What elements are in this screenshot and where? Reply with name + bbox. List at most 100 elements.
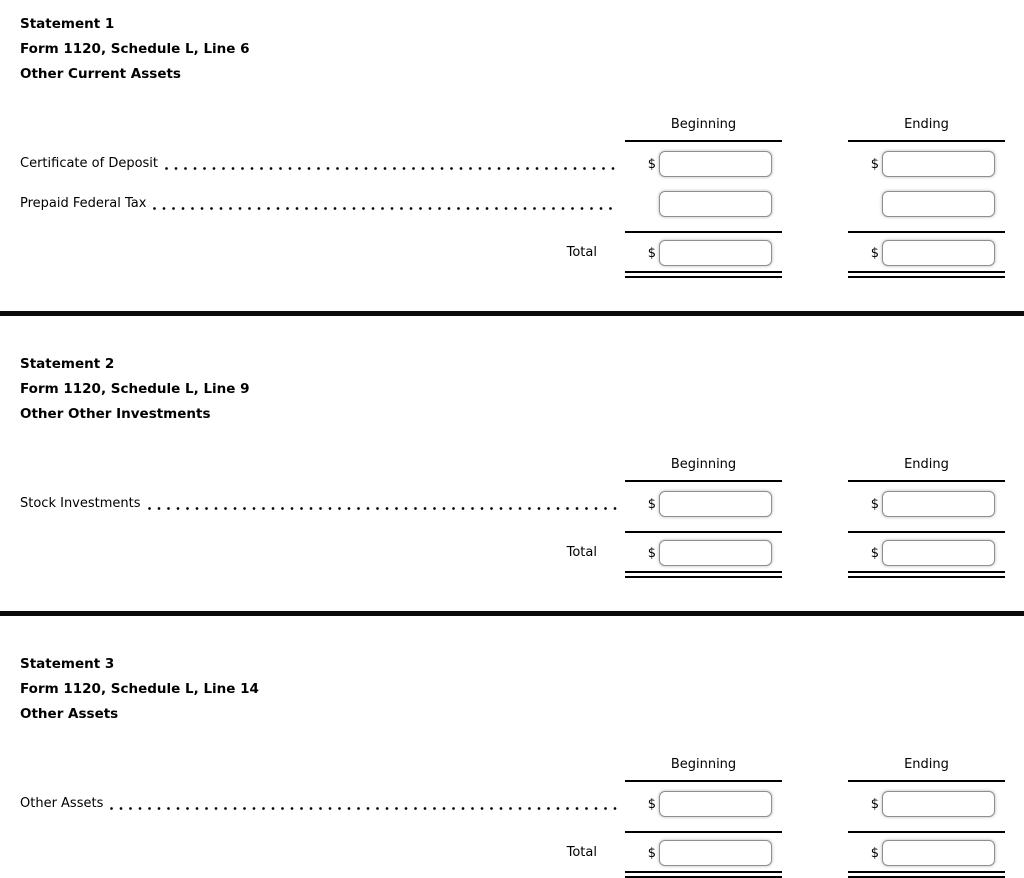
beginning-amount-input[interactable] [659,791,772,817]
beginning-column-label: Beginning [670,457,737,472]
row-label: Stock Investments [20,496,141,511]
statement-section: Statement 1 Form 1120, Schedule L, Line … [0,12,1024,278]
item-label-cell: Other Assets [20,796,625,812]
dollar-sign: $ [647,796,656,812]
beginning-amount-input[interactable] [659,191,772,217]
total-row: Total $ $ [20,240,1005,266]
statement-subtitle: Other Other Investments [20,406,211,422]
ending-column-label: Ending [904,757,949,772]
total-label-cell: Total [20,245,625,261]
ending-amount-cell: $ [848,191,1005,217]
pre-total-rule-row [20,231,1005,233]
pre-total-rule-row [20,531,1005,533]
row-label: Certificate of Deposit [20,156,159,171]
dotted-leader [153,207,617,210]
total-row: Total $ $ [20,840,1005,866]
total-ending-amount-cell: $ [848,240,1005,266]
total-label: Total [566,245,597,260]
statement-form-line: Form 1120, Schedule L, Line 6 [20,41,250,57]
beginning-amount-cell: $ [625,491,782,517]
total-ending-amount-input[interactable] [882,240,995,266]
beginning-column-rule [625,831,782,833]
row-label: Other Assets [20,796,104,811]
total-label-cell: Total [20,845,625,861]
beginning-column-label: Beginning [670,757,737,772]
total-beginning-amount-input[interactable] [659,840,772,866]
ending-column-label: Ending [904,457,949,472]
beginning-column-header: Beginning [625,457,782,482]
beginning-column-rule [625,531,782,533]
ending-double-underline [848,571,1005,578]
statement-title: Statement 3 [20,656,115,672]
beginning-amount-cell: $ [625,151,782,177]
ending-column-rule [848,231,1005,233]
beginning-column-header: Beginning [625,117,782,142]
ending-amount-cell: $ [848,791,1005,817]
dollar-sign: $ [647,245,656,261]
pre-total-rule-row [20,831,1005,833]
dollar-sign: $ [870,796,879,812]
total-beginning-amount-input[interactable] [659,540,772,566]
statement-divider [0,611,1024,616]
item-label-cell: Certificate of Deposit [20,156,625,172]
ending-amount-cell: $ [848,491,1005,517]
statement-rows: Other Assets $ $ [20,791,1005,817]
ending-amount-input[interactable] [882,191,995,217]
total-double-underline-row [20,271,1005,278]
statement-header: Statement 3 Form 1120, Schedule L, Line … [20,652,1005,727]
beginning-amount-input[interactable] [659,151,772,177]
total-beginning-amount-cell: $ [625,240,782,266]
dollar-sign: $ [647,156,656,172]
statement-divider [0,311,1024,316]
column-headers-row: Beginning Ending [20,117,1005,142]
beginning-amount-cell: $ [625,191,782,217]
total-ending-amount-input[interactable] [882,540,995,566]
beginning-amount-input[interactable] [659,491,772,517]
total-ending-amount-cell: $ [848,540,1005,566]
statement-item-row: Certificate of Deposit $ $ [20,151,1005,177]
beginning-column-label: Beginning [670,117,737,132]
dollar-sign: $ [870,245,879,261]
ending-column-header: Ending [848,117,1005,142]
statement-title: Statement 1 [20,16,115,32]
dotted-leader [147,507,617,510]
ending-column-rule [848,531,1005,533]
statement-form-line: Form 1120, Schedule L, Line 14 [20,681,259,697]
statement-rows: Certificate of Deposit $ $ Prepaid Feder… [20,151,1005,217]
ending-amount-input[interactable] [882,791,995,817]
ending-amount-input[interactable] [882,151,995,177]
dotted-leader [110,807,617,810]
dollar-sign: $ [870,156,879,172]
total-ending-amount-input[interactable] [882,840,995,866]
ending-amount-input[interactable] [882,491,995,517]
statement-rows: Stock Investments $ $ [20,491,1005,517]
statement-header: Statement 1 Form 1120, Schedule L, Line … [20,12,1005,87]
statement-header: Statement 2 Form 1120, Schedule L, Line … [20,352,1005,427]
total-label: Total [566,545,597,560]
dollar-sign: $ [647,845,656,861]
beginning-double-underline [625,271,782,278]
statement-section: Statement 3 Form 1120, Schedule L, Line … [0,652,1024,878]
total-beginning-amount-cell: $ [625,540,782,566]
dollar-sign: $ [870,845,879,861]
total-label-cell: Total [20,545,625,561]
dollar-sign: $ [870,545,879,561]
statement-subtitle: Other Assets [20,706,119,722]
dollar-sign: $ [647,496,656,512]
statement-item-row: Other Assets $ $ [20,791,1005,817]
ending-amount-cell: $ [848,151,1005,177]
statement-item-row: Stock Investments $ $ [20,491,1005,517]
statement-section: Statement 2 Form 1120, Schedule L, Line … [0,352,1024,578]
statement-form-line: Form 1120, Schedule L, Line 9 [20,381,250,397]
total-ending-amount-cell: $ [848,840,1005,866]
beginning-column-header: Beginning [625,757,782,782]
beginning-column-rule [625,231,782,233]
total-beginning-amount-input[interactable] [659,240,772,266]
column-headers-row: Beginning Ending [20,457,1005,482]
total-label: Total [566,845,597,860]
row-label: Prepaid Federal Tax [20,196,147,211]
item-label-cell: Stock Investments [20,496,625,512]
ending-column-rule [848,831,1005,833]
statement-title: Statement 2 [20,356,115,372]
